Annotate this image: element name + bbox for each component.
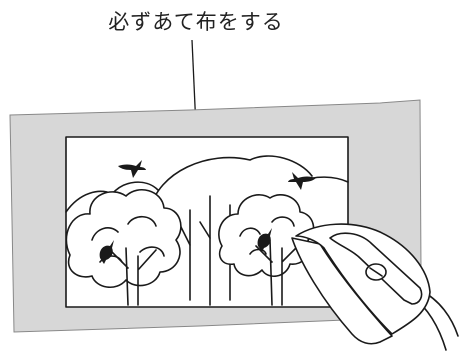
- forest-embroidery-icon: [66, 137, 348, 307]
- steam-iron-icon: [292, 224, 458, 350]
